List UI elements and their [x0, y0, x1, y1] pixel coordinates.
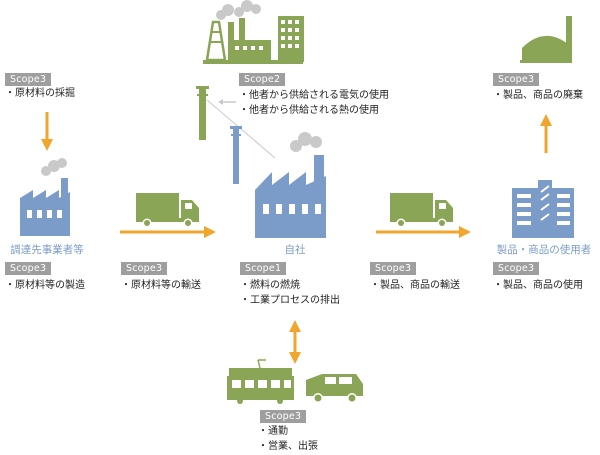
scope-badge: Scope3 [121, 262, 168, 275]
car-icon [306, 374, 363, 403]
truck-icon [136, 193, 199, 228]
scope-item: ・原材料等の製造 [5, 280, 85, 291]
scope-item: ・他者から供給される熱の使用 [239, 105, 379, 116]
scope-badge: Scope2 [239, 73, 286, 86]
scope-badge: Scope3 [493, 262, 540, 275]
scope-badge: Scope3 [5, 262, 52, 275]
scope-badge: Scope3 [5, 73, 52, 86]
company-caption: 自社 [284, 244, 306, 256]
flow-arrow-down [41, 112, 53, 151]
scope-badge: Scope3 [370, 262, 417, 275]
power-plant-icon [203, 0, 304, 64]
scope-badge: Scope3 [493, 73, 540, 86]
transmission-tower-icon [230, 126, 242, 184]
transmission-tower-icon [196, 86, 209, 140]
supplier-caption: 調達先事業者等 [10, 244, 84, 256]
scope-item: ・工業プロセスの排出 [240, 295, 340, 306]
factory-icon [20, 158, 70, 236]
scope-badge: Scope3 [260, 410, 307, 423]
waste-facility-icon [520, 16, 572, 63]
flow-arrow-right-in [120, 226, 216, 238]
factory-icon [255, 132, 326, 238]
train-icon [227, 359, 294, 404]
scope-item: ・営業、出張 [258, 441, 318, 452]
scope-item: ・原材料の採掘 [5, 88, 75, 99]
flow-arrow-bidirectional [289, 320, 301, 364]
truck-icon [390, 193, 453, 228]
scope-item: ・製品、商品の使用 [493, 280, 583, 291]
scope-item: ・原材料等の輸送 [121, 280, 201, 291]
apartment-building-icon [512, 180, 574, 238]
scope-item: ・製品、商品の廃棄 [493, 90, 583, 101]
scope-item: ・通勤 [258, 426, 288, 437]
scope-item: ・燃料の燃焼 [240, 280, 300, 291]
flow-arrow-up [540, 114, 552, 153]
scope-item: ・他者から供給される電気の使用 [239, 90, 389, 101]
flow-arrow-right-out [376, 226, 471, 238]
scope-item: ・製品、商品の輸送 [370, 280, 460, 291]
users-caption: 製品・商品の使用者 [496, 244, 592, 256]
scope-badge: Scope1 [240, 262, 287, 275]
